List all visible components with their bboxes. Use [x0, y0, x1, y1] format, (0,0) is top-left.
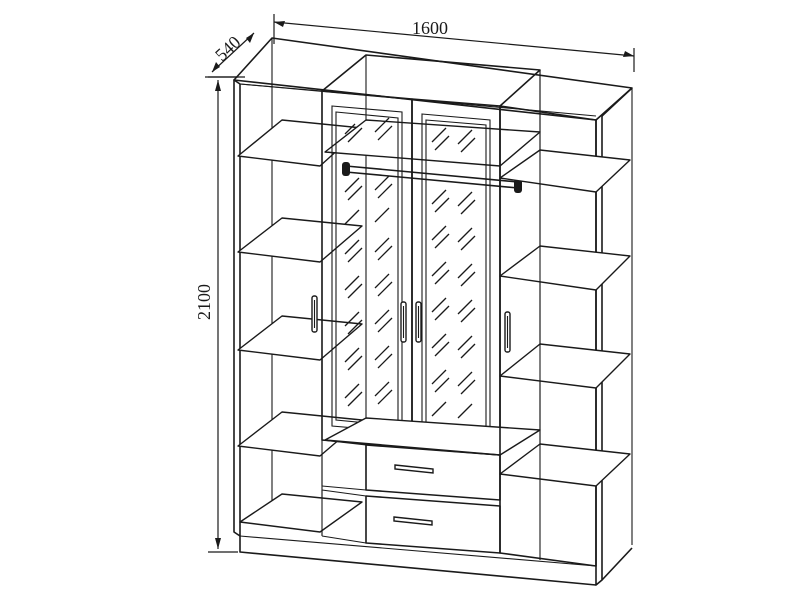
drawer-top	[321, 439, 501, 501]
right-shelf-4	[499, 443, 631, 487]
center-section	[321, 54, 541, 470]
right-door-handle	[504, 311, 511, 353]
left-shelf-2	[237, 217, 363, 263]
dimension-height: 2100	[194, 76, 238, 553]
left-shelf-bottom	[239, 493, 363, 533]
drawer-bottom-handle	[393, 516, 433, 526]
right-shelf-2	[499, 245, 631, 291]
drawer-bottom	[321, 489, 501, 554]
right-shelf-1	[499, 149, 631, 193]
right-mirror-hatching	[431, 127, 476, 419]
right-shelf-column	[499, 70, 631, 560]
drawers	[321, 439, 501, 554]
depth-label: 540	[211, 32, 244, 65]
left-shelf-3	[237, 315, 363, 361]
dimension-depth: 540	[205, 32, 255, 78]
dimension-width: 1600	[273, 14, 635, 72]
drawer-top-handle	[394, 464, 434, 474]
hanging-rod	[342, 162, 522, 193]
left-mirror-hatching	[344, 117, 393, 407]
left-shelf-column	[237, 83, 363, 535]
left-door-handle	[311, 295, 318, 333]
left-mirror-door-handle	[400, 301, 407, 343]
right-shelf-3	[499, 343, 631, 389]
right-door	[499, 105, 597, 567]
width-label: 1600	[412, 18, 448, 38]
right-mirror-door-handle	[415, 301, 422, 343]
height-label: 2100	[194, 284, 214, 320]
